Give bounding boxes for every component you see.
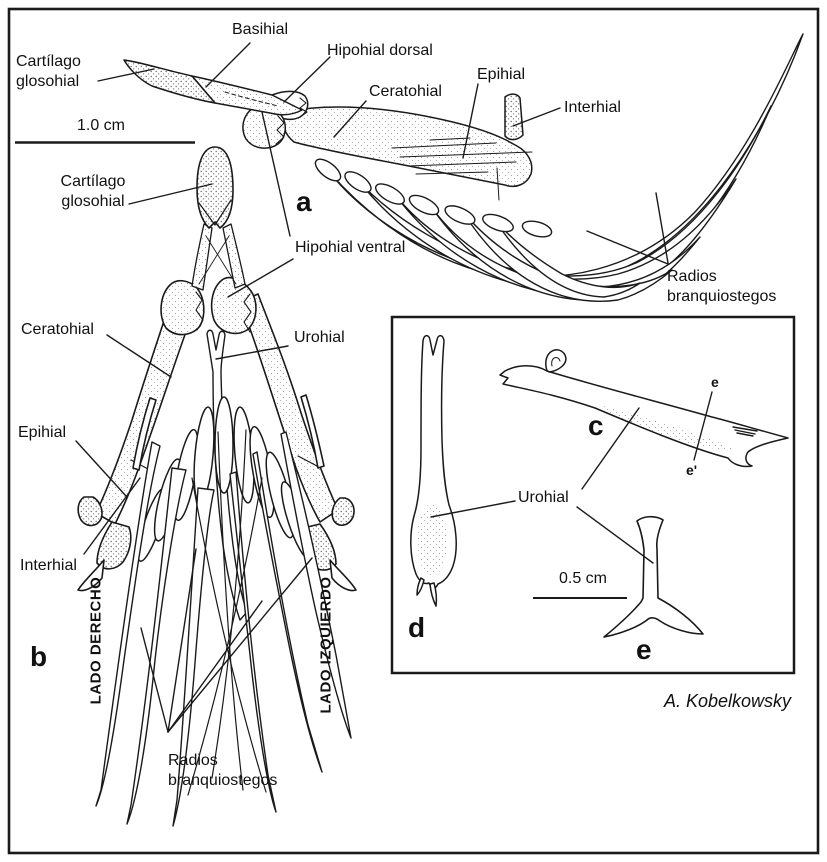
scale-bar-main-label: 1.0 cm xyxy=(76,117,125,134)
label-ceratohial-b: Ceratohial xyxy=(21,321,94,338)
label-basihial: Basihial xyxy=(232,21,289,38)
author-credit: A. Kobelkowsky xyxy=(664,691,792,711)
panel-letter-c: c xyxy=(588,410,604,441)
scale-bar-lines xyxy=(15,141,627,599)
section-marker-e-prime: e' xyxy=(686,462,698,478)
panel-letter-b: b xyxy=(30,641,48,672)
scale-bar-inset-label: 0.5 cm xyxy=(558,570,607,587)
label-cartilago-glosohial-a: Cartílago glosohial xyxy=(16,53,81,90)
panel-b-drawing xyxy=(77,146,357,827)
label-hipohial-dorsal: Hipohial dorsal xyxy=(327,42,433,59)
label-ceratohial-a: Ceratohial xyxy=(369,83,442,100)
frame-border xyxy=(7,7,820,855)
label-cartilago-glosohial-b: Cartílago glosohial xyxy=(60,173,126,210)
side-label-lado-derecho: LADO DERECHO xyxy=(87,576,105,705)
label-interhial-b: Interhial xyxy=(20,557,77,574)
label-epihial-a: Epihial xyxy=(477,66,526,83)
panel-letter-d: d xyxy=(408,612,426,643)
label-epihial-b: Epihial xyxy=(18,424,67,441)
panel-letter-a: a xyxy=(296,186,312,217)
label-radios-branquiostegos-b: Radios branquiostegos xyxy=(168,752,278,789)
leader-lines xyxy=(75,42,713,733)
inset-box xyxy=(390,315,796,675)
side-label-lado-izquierdo: LADO IZQUIERDO xyxy=(317,576,335,714)
label-urohial-b: Urohial xyxy=(294,329,345,346)
label-interhial-a: Interhial xyxy=(564,99,621,116)
label-urohial-inset: Urohial xyxy=(518,489,569,506)
label-radios-branquiostegos-a: Radios branquiostegos xyxy=(667,268,777,305)
panel-letter-e: e xyxy=(636,634,652,665)
label-hipohial-ventral: Hipohial ventral xyxy=(295,239,406,256)
section-marker-e: e xyxy=(711,374,719,390)
